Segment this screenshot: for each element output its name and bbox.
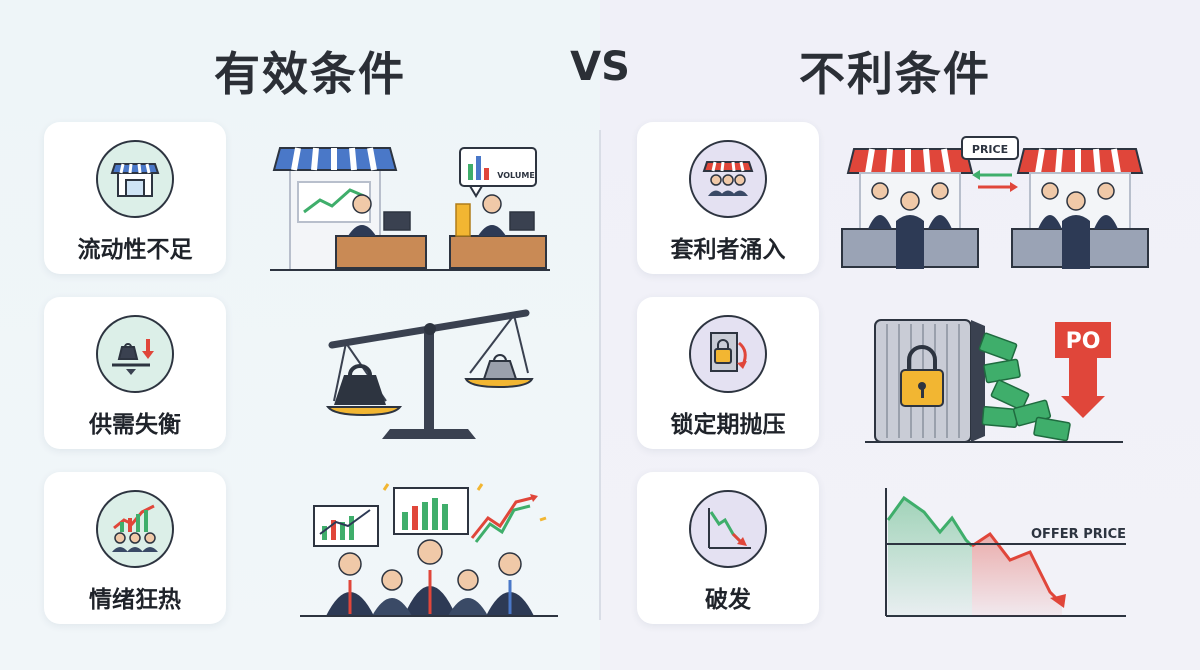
storefront-traders-icon (689, 140, 767, 218)
falling-chart-icon (689, 490, 767, 568)
lockup-vault-illustration: PO (865, 319, 1123, 443)
offer-price-label: OFFER PRICE (1031, 527, 1126, 542)
card-label: 破发 (705, 587, 751, 613)
card-market-frenzy: 情绪狂热 (44, 472, 226, 624)
card-supply-demand-imbalance: 供需失衡 (44, 297, 226, 449)
card-label: 套利者涌入 (670, 237, 786, 263)
card-label: 供需失衡 (89, 412, 181, 438)
balance-scale-illustration (325, 309, 534, 439)
card-label: 流动性不足 (77, 237, 193, 263)
storefront-icon (96, 140, 174, 218)
card-arbitrageur-influx: 套利者涌入 (637, 122, 819, 274)
card-lockup-selling-pressure: 锁定期抛压 (637, 297, 819, 449)
low-liquidity-store-illustration: VOLUME (270, 147, 550, 271)
card-label: 情绪狂热 (89, 587, 181, 613)
frenzied-investors-illustration (300, 483, 558, 617)
card-label: 锁定期抛压 (670, 412, 786, 438)
crowd-rising-chart-icon (96, 490, 174, 568)
lock-down-arrow-icon (689, 315, 767, 393)
center-divider (599, 130, 601, 620)
volume-label: VOLUME (497, 171, 535, 180)
card-break-issue: 破发 (637, 472, 819, 624)
arbitrage-stores-illustration: PRICE (841, 136, 1149, 269)
effective-conditions-heading: 有效条件 (214, 47, 406, 101)
adverse-conditions-heading: 不利条件 (799, 47, 991, 101)
offer-price-break-chart: OFFER PRICE (885, 488, 1126, 617)
scale-down-arrow-icon (96, 315, 174, 393)
price-label: PRICE (972, 143, 1008, 156)
card-insufficient-liquidity: 流动性不足 (44, 122, 226, 274)
po-label: PO (1066, 329, 1101, 354)
vs-label: VS (570, 44, 630, 90)
